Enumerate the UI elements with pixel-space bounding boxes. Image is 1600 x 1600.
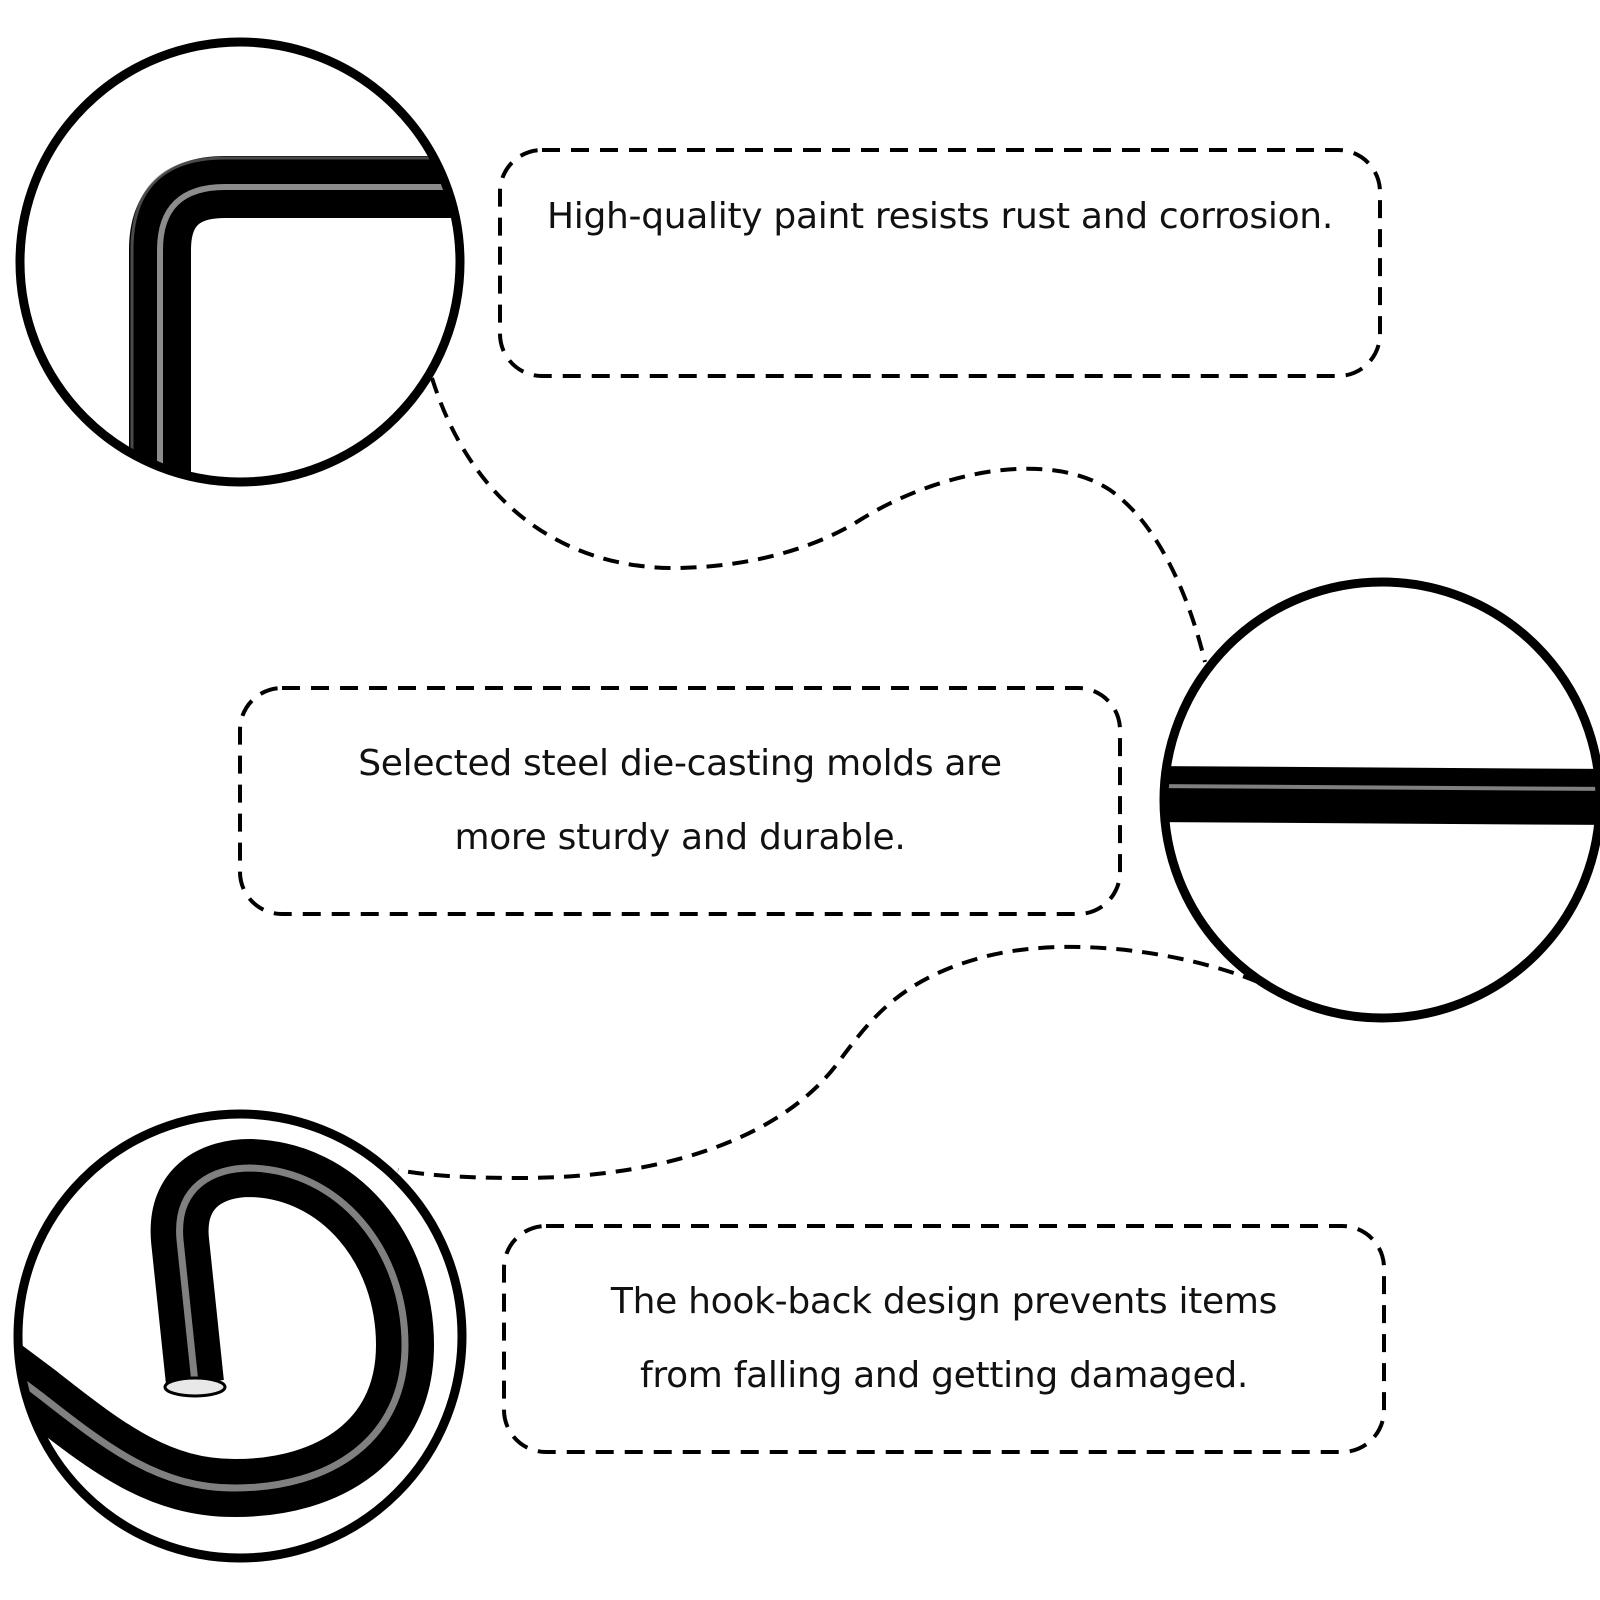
callout-steel-line-1: Selected steel die-casting molds are: [358, 743, 1002, 784]
corner-bend-zoom-icon: [15, 37, 465, 487]
connector-top-to-middle: [430, 377, 1207, 663]
callout-box-hook: [502, 1224, 1386, 1454]
callout-steel: Selected steel die-casting molds are mor…: [240, 688, 1120, 914]
callout-hook-line-2: from falling and getting damaged.: [639, 1355, 1249, 1396]
callout-hook-line-1: The hook-back design prevents items: [610, 1281, 1278, 1322]
callout-paint: High-quality paint resists rust and corr…: [500, 150, 1380, 376]
callout-box-steel: [238, 686, 1122, 916]
callout-hook: The hook-back design prevents items from…: [504, 1226, 1384, 1452]
hook-bend-zoom-icon: [13, 1109, 467, 1563]
callout-box-paint: [498, 148, 1382, 378]
callout-steel-line-2: more sturdy and durable.: [454, 817, 906, 858]
callout-paint-line-1: High-quality paint resists rust and corr…: [547, 196, 1333, 237]
connector-middle-to-bottom: [397, 944, 1259, 1181]
straight-rod-zoom-icon: [1159, 577, 1600, 1023]
